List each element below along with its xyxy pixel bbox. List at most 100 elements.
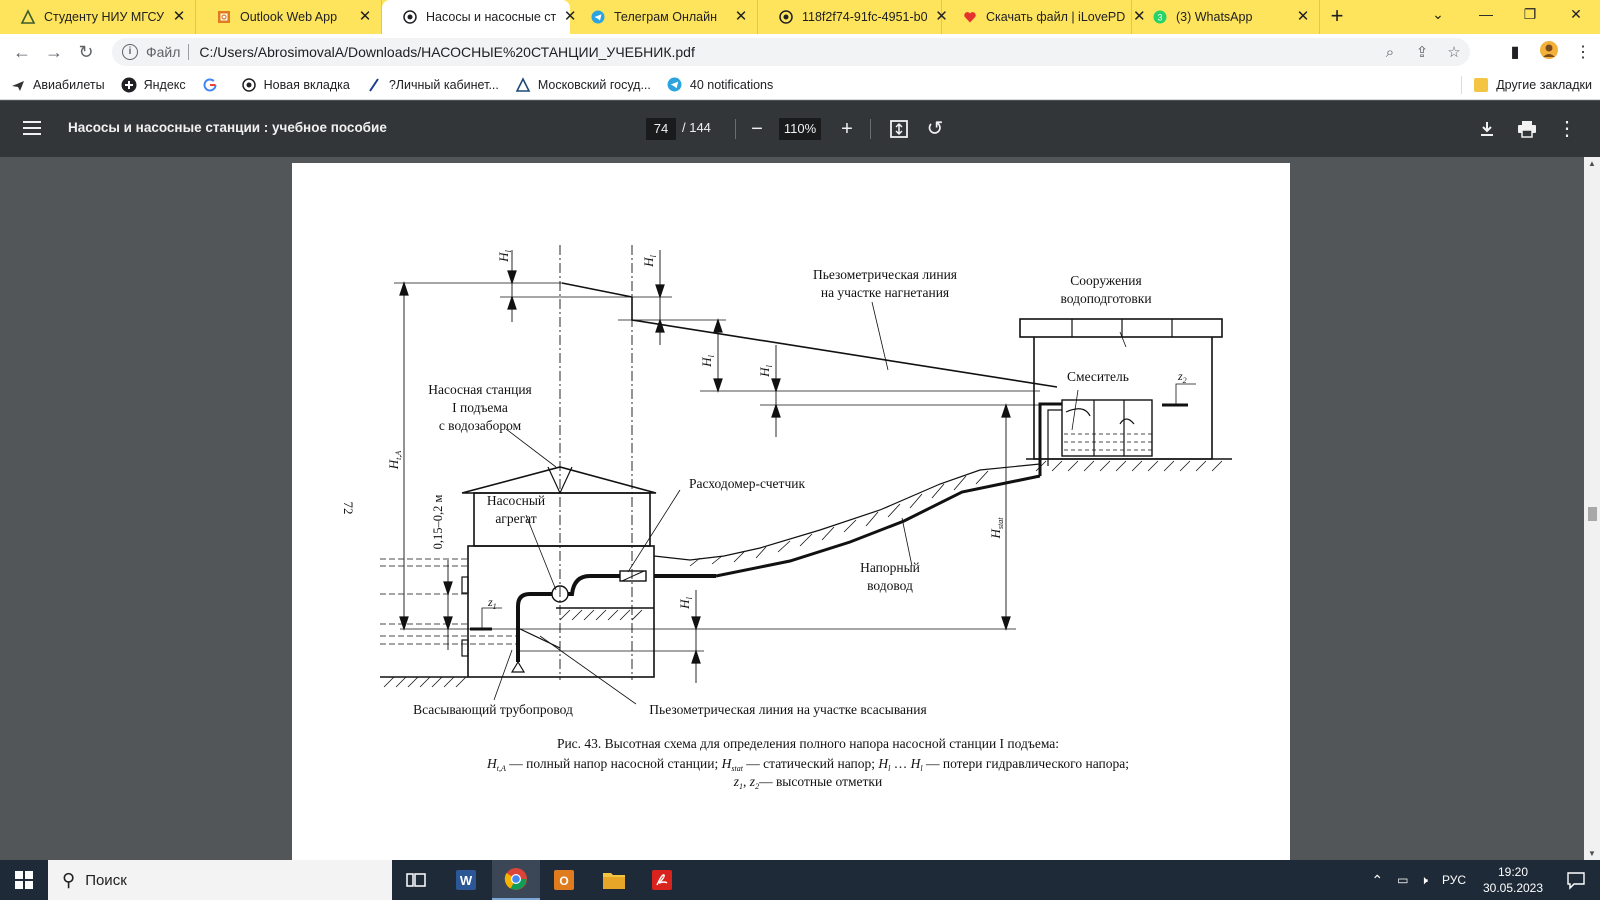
rotate-icon[interactable]: ↺ <box>926 118 944 140</box>
restore-icon[interactable]: ❐ <box>1523 6 1537 22</box>
minimize-icon[interactable]: — <box>1479 6 1493 22</box>
scrollbar[interactable]: ▲ ▼ <box>1584 157 1600 860</box>
pipeline-label-2: водовод <box>867 578 913 593</box>
clock[interactable]: 19:20 30.05.2023 <box>1478 864 1548 896</box>
more-menu-icon[interactable]: ⋮ <box>1575 44 1591 61</box>
pdf-page: 72 <box>292 163 1290 860</box>
chevron-down-icon[interactable]: ⌄ <box>1432 6 1444 22</box>
station-label-1: Насосная станция <box>428 382 532 397</box>
pump-label-1: Насосный <box>487 493 545 508</box>
zoom-input[interactable]: 110% <box>779 118 821 140</box>
search-placeholder: Поиск <box>85 871 127 889</box>
outlook-app-icon[interactable]: O <box>540 860 588 900</box>
bookmark-new-tab[interactable]: Новая вкладка <box>241 77 350 93</box>
bookmark-label: Авиабилеты <box>33 77 105 92</box>
acrobat-icon[interactable] <box>638 860 686 900</box>
close-icon[interactable]: ✕ <box>1296 8 1310 25</box>
bookmark-yandex[interactable]: Яндекс <box>121 77 186 93</box>
forward-icon[interactable]: → <box>45 42 63 62</box>
page-number-input[interactable]: 74 <box>646 118 676 140</box>
scroll-up-icon[interactable]: ▲ <box>1588 159 1596 168</box>
tab-strip: Студенту НИУ МГСУ ✕ Outlook Web App ✕ На… <box>0 0 1600 34</box>
avatar[interactable] <box>1532 40 1566 65</box>
reload-icon[interactable]: ↻ <box>78 42 94 62</box>
chevron-up-icon[interactable]: ⌃ <box>1371 871 1384 888</box>
bookmarks-bar: Авиабилеты Яндекс Новая вкладка ?Личный … <box>0 70 1600 100</box>
bookmark-mgsu[interactable]: Московский госуд... <box>515 76 651 93</box>
side-panel-icon[interactable]: ▮ <box>1510 44 1520 61</box>
tab-telegram[interactable]: Телеграм Онлайн ✕ <box>570 0 758 34</box>
tab-title: Студенту НИУ МГСУ <box>44 10 165 24</box>
close-icon[interactable]: ✕ <box>1133 8 1146 25</box>
chrome-icon[interactable] <box>492 860 540 900</box>
piezo-suction-label: Пьезометрическая линия на участке всасыв… <box>649 702 926 717</box>
bookmark-label: ?Личный кабинет... <box>388 77 499 92</box>
volume-muted-icon[interactable]: 🕨 <box>1420 872 1428 887</box>
triangle-logo-icon <box>515 76 531 93</box>
network-icon[interactable]: ▭ <box>1397 873 1409 887</box>
h5-label: Hl <box>757 364 774 377</box>
more-options-icon[interactable]: ⋮ <box>1557 118 1577 140</box>
bookmark-google[interactable] <box>202 77 225 93</box>
windows-start-icon[interactable] <box>0 860 48 900</box>
info-icon[interactable]: i <box>122 44 138 60</box>
caption-line-3: z1, z2— высотные отметки <box>733 774 882 791</box>
address-bar[interactable]: i Файл C:/Users/AbrosimovalA/Downloads/Н… <box>112 38 1470 66</box>
other-bookmarks[interactable]: Другие закладки <box>1461 70 1592 100</box>
piezo-discharge-label-2: на участке нагнетания <box>821 285 949 300</box>
tab-whatsapp[interactable]: 3 (3) WhatsApp ✕ <box>1132 0 1320 34</box>
pdf-viewer[interactable]: 72 <box>0 157 1600 860</box>
riser-pipe <box>1038 402 1062 476</box>
flowmeter-label: Расходомер-счетчик <box>689 476 805 491</box>
scroll-down-icon[interactable]: ▼ <box>1588 849 1596 858</box>
google-icon <box>202 77 218 93</box>
star-icon[interactable]: ☆ <box>1447 44 1461 61</box>
zoom-icon[interactable]: ⌕ <box>1385 43 1395 61</box>
tab-pdf[interactable]: Насосы и насосные ст ✕ <box>382 0 577 34</box>
share-icon[interactable]: ⇪ <box>1415 44 1429 61</box>
station-label-2: I подъема <box>452 400 508 415</box>
system-tray: ⌃ ▭ 🕨 РУС <box>1371 860 1466 900</box>
close-icon[interactable]: ✕ <box>563 8 577 25</box>
treatment-building <box>1033 337 1213 460</box>
tab-title: Outlook Web App <box>240 10 338 24</box>
notification-icon[interactable] <box>1566 870 1586 890</box>
tab-title: Скачать файл | iLovePD <box>986 10 1126 24</box>
close-icon[interactable]: ✕ <box>935 8 948 25</box>
bookmark-aviabilety[interactable]: Авиабилеты <box>10 77 105 93</box>
fit-page-icon[interactable] <box>885 115 913 143</box>
file-explorer-icon[interactable] <box>590 860 638 900</box>
url-text[interactable]: C:/Users/AbrosimovalA/Downloads/НАСОСНЫЕ… <box>199 44 695 60</box>
taskbar-search[interactable]: ⚲ Поиск <box>48 860 392 900</box>
close-window-icon[interactable]: ✕ <box>1570 6 1582 22</box>
close-icon[interactable]: ✕ <box>358 8 372 25</box>
close-icon[interactable]: ✕ <box>172 8 186 25</box>
suction-pipe <box>516 592 552 662</box>
scrollbar-thumb[interactable] <box>1588 507 1597 521</box>
print-icon[interactable] <box>1513 115 1541 143</box>
menu-icon[interactable] <box>20 117 44 141</box>
word-icon[interactable]: W <box>442 860 490 900</box>
treatment-label-2: водоподготовки <box>1060 291 1151 306</box>
tab-guid[interactable]: 118f2f74-91fc-4951-b0 ✕ <box>758 0 948 34</box>
hydraulic-head-diagram: 72 <box>341 245 1232 791</box>
bookmark-telegram[interactable]: 40 notifications <box>667 77 773 93</box>
task-view-icon[interactable] <box>392 860 440 900</box>
triangle-logo-icon <box>20 9 36 25</box>
language-indicator[interactable]: РУС <box>1441 873 1466 887</box>
globe-icon <box>241 77 257 93</box>
download-icon[interactable] <box>1473 115 1501 143</box>
tab-mgsu[interactable]: Студенту НИУ МГСУ ✕ <box>0 0 196 34</box>
pressure-pipeline <box>715 474 1041 578</box>
divider <box>735 119 736 139</box>
close-icon[interactable]: ✕ <box>734 8 748 25</box>
bookmark-cabinet[interactable]: ?Личный кабинет... <box>366 77 499 93</box>
zoom-in-button[interactable]: + <box>841 118 853 140</box>
tab-outlook[interactable]: Outlook Web App ✕ <box>196 0 382 34</box>
new-tab-button[interactable]: + <box>1330 3 1344 28</box>
page-total: / 144 <box>682 120 711 135</box>
back-icon[interactable]: ← <box>13 42 31 62</box>
svg-text:O: O <box>559 874 568 888</box>
tab-ilovepdf[interactable]: Скачать файл | iLovePD ✕ <box>942 0 1146 34</box>
zoom-out-button[interactable]: − <box>751 118 763 140</box>
